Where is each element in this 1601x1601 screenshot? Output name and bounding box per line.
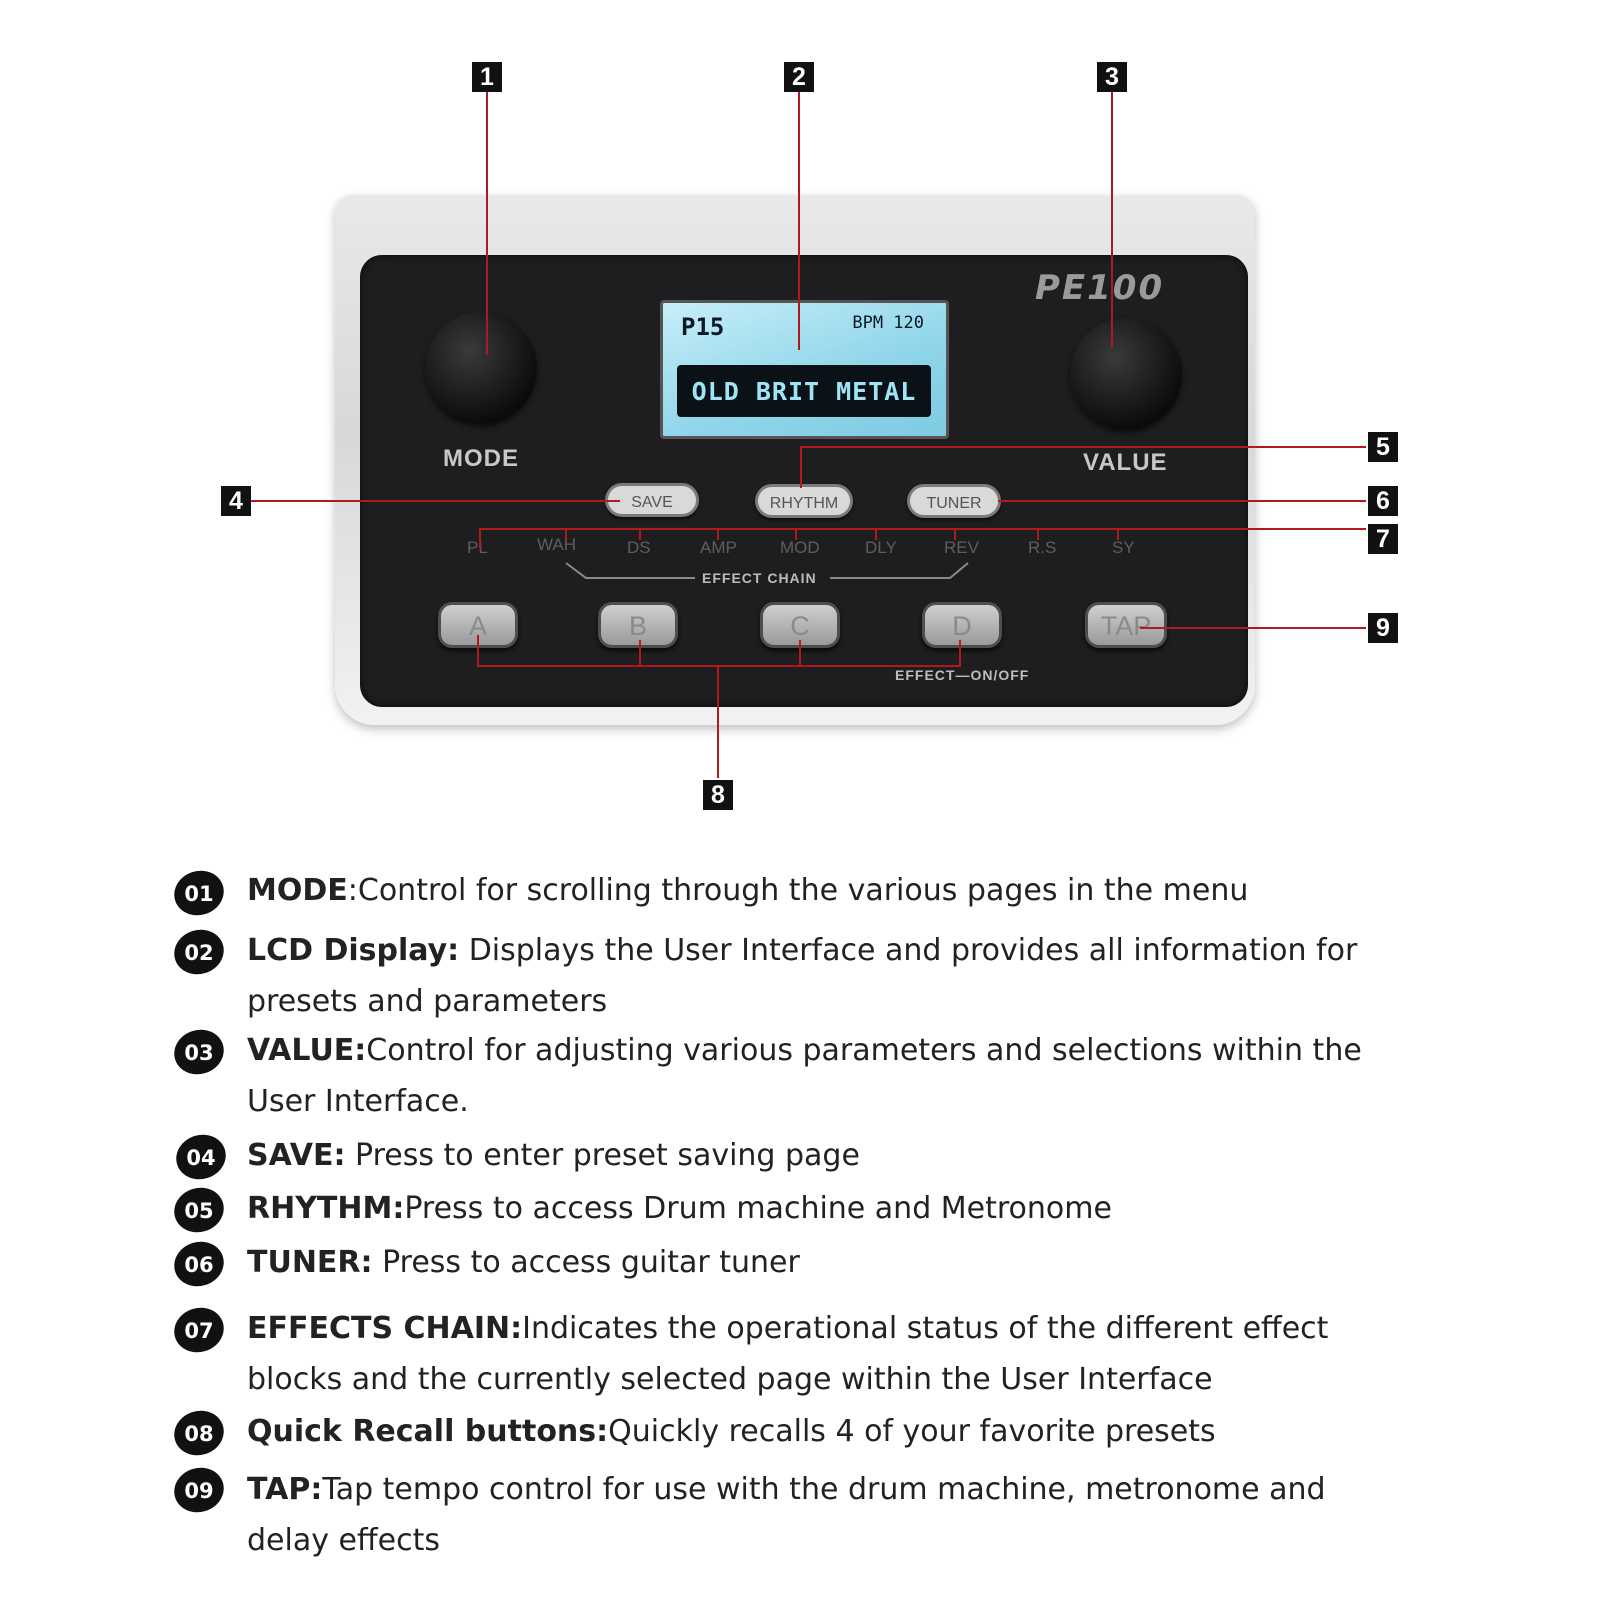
quick-recall-c-button[interactable]: C [760,602,840,648]
effect-dly: DLY [865,538,897,557]
legend-term: SAVE: [247,1138,346,1173]
callout-2: 2 [784,62,814,92]
legend-text: Quickly recalls 4 of your favorite prese… [608,1414,1216,1449]
callout-7: 7 [1368,524,1398,554]
legend-term: LCD Display: [247,933,460,968]
legend-term: RHYTHM: [247,1191,405,1226]
effect-sy: SY [1112,538,1135,557]
brand-logo: PE100 [1035,268,1165,308]
legend-text: Control for adjusting various parameters… [247,1033,1362,1119]
quick-recall-a-button[interactable]: A [438,602,518,648]
legend-badge-09 [174,1467,224,1513]
effect-amp: AMP [700,538,737,557]
legend-badge-06 [174,1241,224,1287]
legend-badge-09-label: 09 [184,1479,213,1503]
legend-badge-01 [174,870,224,916]
legend-item-tuner: TUNER: Press to access guitar tuner [247,1237,1387,1288]
callout-9: 9 [1368,613,1398,643]
legend-item-quick-recall: Quick Recall buttons:Quickly recalls 4 o… [247,1406,1387,1457]
lcd-display: P15 BPM 120 OLD BRIT METAL [660,300,949,439]
effect-rs: R.S [1028,538,1057,557]
legend-item-mode: MODE:Control for scrolling through the v… [247,865,1387,916]
lcd-bpm: BPM 120 [852,313,924,333]
legend-item-save: SAVE: Press to enter preset saving page [247,1130,1387,1181]
legend-text: Tap tempo control for use with the drum … [247,1472,1326,1558]
callout-3: 3 [1097,62,1127,92]
legend-item-tap: TAP:Tap tempo control for use with the d… [247,1464,1387,1566]
legend-badge-05-label: 05 [184,1199,213,1223]
legend-item-lcd: LCD Display: Displays the User Interface… [247,925,1387,1027]
lcd-preset-name: OLD BRIT METAL [691,377,917,406]
legend-text: Indicates the operational status of the … [247,1311,1329,1397]
legend-separator [346,1138,356,1173]
effect-chain-label: EFFECT CHAIN [702,570,817,586]
save-button[interactable]: SAVE [605,483,699,517]
legend-item-value: VALUE:Control for adjusting various para… [247,1025,1387,1127]
legend-separator [459,933,469,968]
legend-badge-02 [174,929,224,975]
effect-ds: DS [627,538,651,557]
legend-badge-01-label: 01 [184,882,213,906]
lcd-name-bar: OLD BRIT METAL [677,365,931,417]
legend-text: Press to access guitar tuner [382,1245,800,1280]
legend-badge-05 [174,1187,224,1233]
callout-8: 8 [703,780,733,810]
value-label: VALUE [1083,449,1168,476]
legend-term: EFFECTS CHAIN: [247,1311,523,1346]
legend-text: Control for scrolling through the variou… [357,873,1249,908]
legend-badge-08 [174,1410,224,1456]
legend-term: VALUE: [247,1033,367,1068]
effect-rev: REV [944,538,979,557]
legend-badge-04 [176,1134,226,1180]
legend-badge-02-label: 02 [184,941,213,965]
quick-recall-b-button[interactable]: B [598,602,678,648]
effect-wah: WAH [537,535,577,554]
legend-term: TUNER: [247,1245,373,1280]
callout-4: 4 [221,486,251,516]
legend-term: TAP: [247,1472,323,1507]
legend-text: Displays the User Interface and provides… [247,933,1358,1019]
legend-text: Press to enter preset saving page [355,1138,860,1173]
legend-term: MODE [247,873,348,908]
legend-badge-03 [174,1029,224,1075]
rhythm-button[interactable]: RHYTHM [755,484,853,518]
effect-mod: MOD [780,538,820,557]
legend-separator [373,1245,383,1280]
quick-recall-d-button[interactable]: D [922,602,1002,648]
legend-text: Press to access Drum machine and Metrono… [404,1191,1112,1226]
effect-pl: PL [467,538,488,557]
tuner-button[interactable]: TUNER [907,484,1001,518]
lcd-preset-number: P15 [681,313,725,341]
callout-6: 6 [1368,486,1398,516]
value-knob[interactable] [1070,318,1182,430]
effect-onoff-label: EFFECT—ON/OFF [895,667,1030,683]
callout-1: 1 [472,62,502,92]
legend-item-effects-chain: EFFECTS CHAIN:Indicates the operational … [247,1303,1387,1405]
legend-badge-07 [174,1307,224,1353]
callout-5: 5 [1368,432,1398,462]
legend-separator: : [347,873,358,908]
legend-term: Quick Recall buttons: [247,1414,609,1449]
legend-badge-04-label: 04 [186,1146,215,1170]
legend-badge-07-label: 07 [184,1319,213,1343]
legend-badge-03-label: 03 [184,1041,213,1065]
mode-label: MODE [443,445,519,472]
mode-knob[interactable] [425,312,537,424]
legend-badge-08-label: 08 [184,1422,213,1446]
legend-item-rhythm: RHYTHM:Press to access Drum machine and … [247,1183,1387,1234]
tap-button[interactable]: TAP [1085,602,1167,648]
legend-badge-06-label: 06 [184,1253,213,1277]
